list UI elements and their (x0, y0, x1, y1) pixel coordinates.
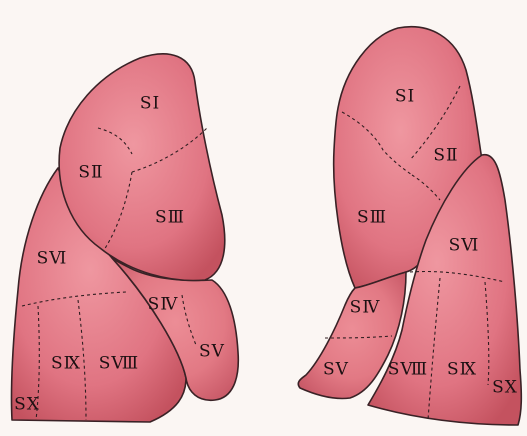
left-view-label-s9: SⅨ (51, 354, 81, 374)
left-view-label-s4: SⅣ (148, 295, 179, 315)
left-view-label-s10: SⅩ (14, 395, 40, 415)
left-view-label-s8: SⅧ (99, 354, 139, 374)
right-view-label-s3: SⅢ (357, 208, 387, 228)
left-view-label-s6: SⅥ (37, 249, 68, 269)
right-view-label-s1: SⅠ (395, 87, 415, 107)
right-view-label-s5: SⅤ (323, 360, 349, 380)
left-view-label-s5: SⅤ (199, 342, 225, 362)
right-lung-view: SⅠ SⅡ SⅢ SⅣ SⅤ SⅥ SⅧ SⅨ SⅩ (298, 27, 521, 425)
right-view-label-s10: SⅩ (492, 378, 518, 398)
right-view-label-s9: SⅨ (447, 360, 477, 380)
left-lung-view: SⅠ SⅡ SⅢ SⅣ SⅤ SⅥ SⅨ SⅧ SⅩ (11, 54, 238, 422)
right-view-label-s6: SⅥ (449, 236, 480, 256)
left-view-label-s1: SⅠ (140, 94, 160, 114)
right-view-label-s4: SⅣ (350, 298, 381, 318)
right-view-label-s2: SⅡ (433, 146, 458, 166)
left-view-label-s3: SⅢ (155, 208, 185, 228)
left-view-label-s2: SⅡ (78, 163, 103, 183)
right-view-label-s8: SⅧ (388, 360, 428, 380)
